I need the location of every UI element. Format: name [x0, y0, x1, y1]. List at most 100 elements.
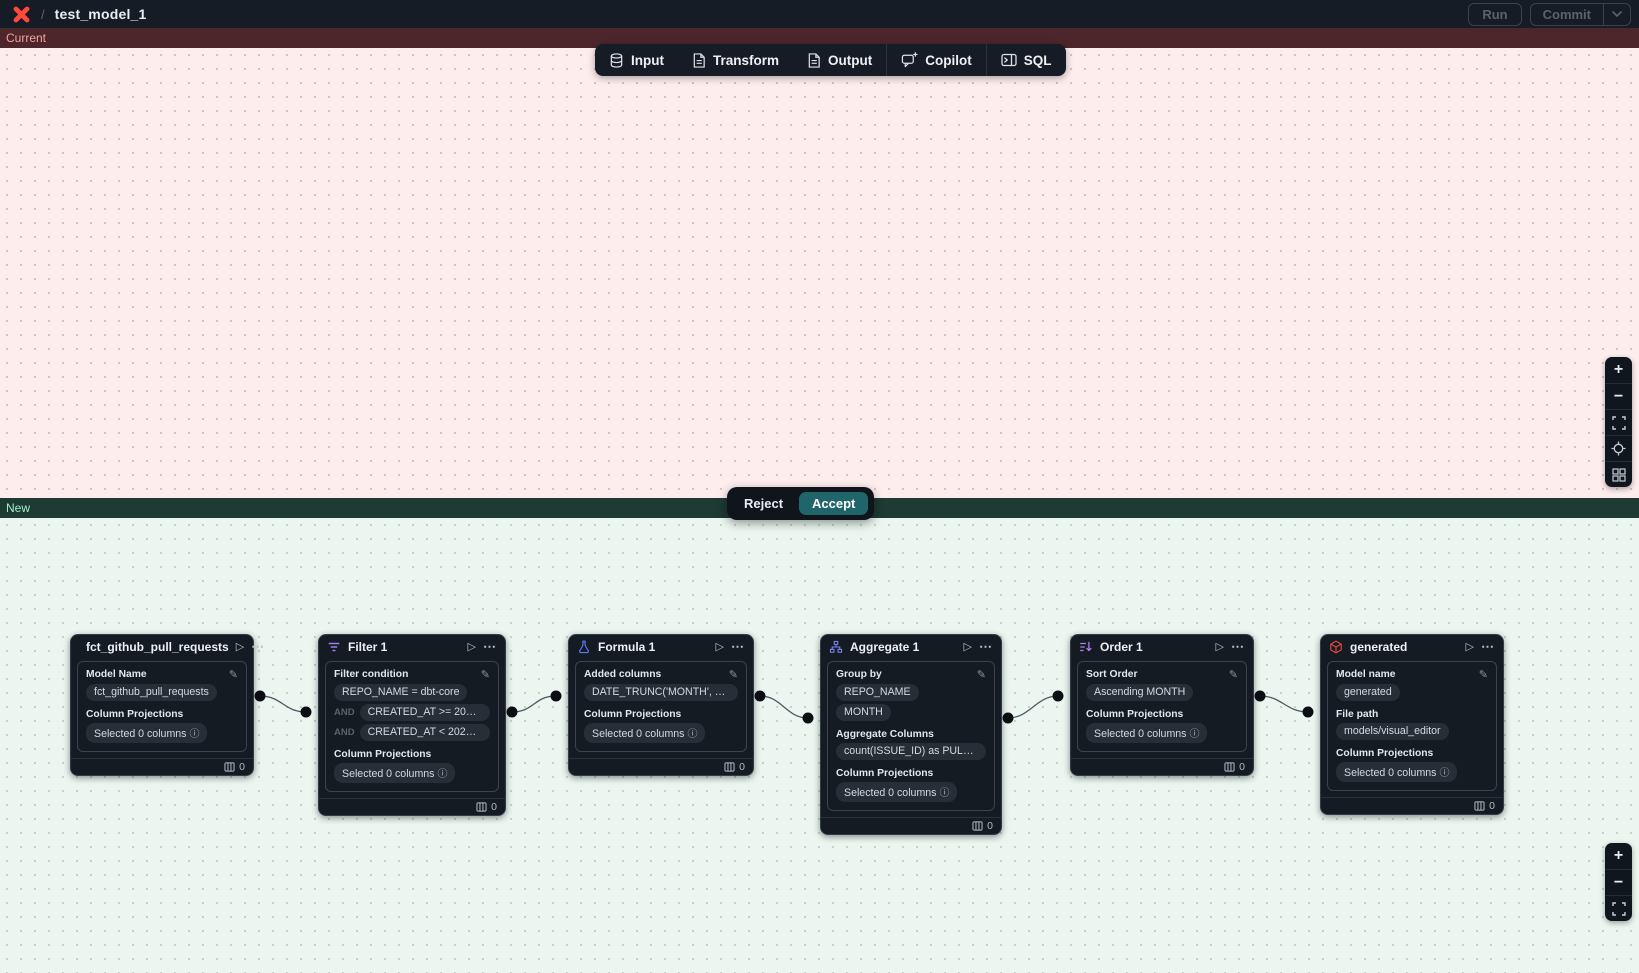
node-filter-1[interactable]: Filter 1 ▷ ⋯ Filter condition ✎ REPO_NAM…: [318, 634, 506, 816]
commit-dropdown-button[interactable]: [1603, 4, 1630, 25]
node-menu-icon[interactable]: ⋯: [251, 639, 265, 655]
node-menu-icon[interactable]: ⋯: [731, 639, 745, 655]
field-value-pill[interactable]: CREATED_AT < 2025-03-01: [360, 724, 490, 741]
field-value-pill[interactable]: CREATED_AT >= 2024-12-01: [360, 704, 490, 721]
column-projections-pill[interactable]: Selected 0 columnsⓘ: [836, 782, 957, 802]
node-header[interactable]: generated ▷ ⋯: [1321, 635, 1503, 658]
edge: [1260, 696, 1308, 712]
input-port[interactable]: [1053, 691, 1064, 702]
output-port[interactable]: [755, 691, 766, 702]
commit-button[interactable]: Commit: [1531, 4, 1603, 25]
output-port[interactable]: [1003, 713, 1014, 724]
model-cube-icon: [1329, 640, 1343, 654]
node-fct-github-pull-requests[interactable]: fct_github_pull_requests ▷ ⋯ Model Name …: [70, 634, 254, 776]
node-formula-1[interactable]: Formula 1 ▷ ⋯ Added columns ✎ DATE_TRUNC…: [568, 634, 754, 776]
field-value-pill[interactable]: count(ISSUE_ID) as PULL_REQUEST_…: [836, 743, 986, 760]
dbt-logo-icon[interactable]: [12, 5, 31, 24]
toolbar-sql-label: SQL: [1024, 53, 1052, 68]
node-generated[interactable]: generated ▷ ⋯ Model name ✎ generated Fil…: [1320, 634, 1504, 815]
run-node-icon[interactable]: ▷: [468, 640, 476, 653]
node-menu-icon[interactable]: ⋯: [483, 639, 497, 655]
column-projections-pill[interactable]: Selected 0 columnsⓘ: [584, 723, 705, 743]
output-port[interactable]: [507, 707, 518, 718]
info-icon[interactable]: ⓘ: [1439, 768, 1449, 779]
run-node-icon[interactable]: ▷: [1216, 640, 1224, 653]
node-field: Aggregate Columns count(ISSUE_ID) as PUL…: [836, 729, 986, 760]
edit-pencil-icon[interactable]: ✎: [481, 668, 490, 681]
field-value-pill[interactable]: fct_github_pull_requests: [86, 684, 217, 701]
breadcrumb-separator: /: [41, 7, 45, 22]
reject-button[interactable]: Reject: [733, 492, 794, 515]
column-count: 0: [239, 761, 245, 773]
node-menu-icon[interactable]: ⋯: [1231, 639, 1245, 655]
node-body: Added columns ✎ DATE_TRUNC('MONTH', CREA…: [575, 661, 747, 752]
run-node-icon[interactable]: ▷: [964, 640, 972, 653]
new-canvas[interactable]: fct_github_pull_requests ▷ ⋯ Model Name …: [0, 518, 1639, 973]
toolbar-input-button[interactable]: Input: [595, 44, 678, 76]
input-port[interactable]: [803, 713, 814, 724]
node-header[interactable]: Formula 1 ▷ ⋯: [569, 635, 753, 658]
input-port[interactable]: [1303, 707, 1314, 718]
node-aggregate-1[interactable]: Aggregate 1 ▷ ⋯ Group by ✎ REPO_NAME MON…: [820, 634, 1002, 835]
toolbar-output-button[interactable]: Output: [793, 44, 886, 76]
info-icon[interactable]: ⓘ: [437, 769, 447, 780]
node-menu-icon[interactable]: ⋯: [979, 639, 993, 655]
file-icon: [692, 53, 706, 68]
output-port[interactable]: [255, 691, 266, 702]
zoom-out-button[interactable]: −: [1605, 383, 1632, 409]
auto-layout-button[interactable]: [1605, 461, 1632, 487]
edit-pencil-icon[interactable]: ✎: [977, 668, 986, 681]
node-header[interactable]: Aggregate 1 ▷ ⋯: [821, 635, 1001, 658]
input-port[interactable]: [301, 707, 312, 718]
info-icon[interactable]: ⓘ: [1189, 729, 1199, 740]
edit-pencil-icon[interactable]: ✎: [729, 668, 738, 681]
node-menu-icon[interactable]: ⋯: [1481, 639, 1495, 655]
info-icon[interactable]: ⓘ: [189, 729, 199, 740]
zoom-out-button[interactable]: −: [1605, 869, 1632, 895]
run-node-icon[interactable]: ▷: [1466, 640, 1474, 653]
input-port[interactable]: [551, 691, 562, 702]
run-node-icon[interactable]: ▷: [236, 640, 244, 653]
fit-view-button[interactable]: [1605, 409, 1632, 435]
node-footer: 0: [1321, 797, 1503, 814]
node-title: Order 1: [1100, 640, 1209, 654]
current-canvas[interactable]: + −: [0, 48, 1639, 498]
info-icon[interactable]: ⓘ: [939, 788, 949, 799]
field-label: Column Projections: [86, 709, 183, 720]
info-icon[interactable]: ⓘ: [687, 729, 697, 740]
node-order-1[interactable]: Order 1 ▷ ⋯ Sort Order ✎ Ascending MONTH…: [1070, 634, 1254, 776]
field-value-pill[interactable]: models/visual_editor: [1336, 723, 1449, 740]
field-value-pill[interactable]: REPO_NAME = dbt-core: [334, 684, 467, 701]
output-port[interactable]: [1255, 691, 1266, 702]
edge: [260, 696, 306, 712]
column-projections-pill[interactable]: Selected 0 columnsⓘ: [1336, 762, 1457, 782]
toolbar-sql-button[interactable]: SQL: [987, 44, 1066, 76]
fit-view-button[interactable]: [1605, 895, 1632, 921]
field-value-pill[interactable]: Ascending MONTH: [1086, 684, 1193, 701]
field-value-pill[interactable]: generated: [1336, 684, 1400, 701]
node-title: Filter 1: [348, 640, 461, 654]
run-button[interactable]: Run: [1468, 3, 1521, 26]
node-header[interactable]: fct_github_pull_requests ▷ ⋯: [71, 635, 253, 658]
columns-count-icon: [724, 762, 735, 772]
edit-pencil-icon[interactable]: ✎: [1479, 668, 1488, 681]
field-value-pill[interactable]: REPO_NAME: [836, 684, 919, 701]
node-header[interactable]: Order 1 ▷ ⋯: [1071, 635, 1253, 658]
edit-pencil-icon[interactable]: ✎: [229, 668, 238, 681]
column-projections-pill[interactable]: Selected 0 columnsⓘ: [1086, 723, 1207, 743]
zoom-in-button[interactable]: +: [1605, 843, 1632, 869]
edge: [760, 696, 808, 718]
run-node-icon[interactable]: ▷: [716, 640, 724, 653]
toolbar-copilot-button[interactable]: Copilot: [887, 44, 986, 76]
focus-button[interactable]: [1605, 435, 1632, 461]
field-value-pill[interactable]: DATE_TRUNC('MONTH', CREATED_AT…: [584, 684, 738, 701]
zoom-in-button[interactable]: +: [1605, 357, 1632, 383]
accept-button[interactable]: Accept: [799, 492, 868, 515]
node-header[interactable]: Filter 1 ▷ ⋯: [319, 635, 505, 658]
toolbar-transform-button[interactable]: Transform: [678, 44, 793, 76]
column-projections-pill[interactable]: Selected 0 columnsⓘ: [86, 723, 207, 743]
field-value-pill[interactable]: MONTH: [836, 704, 891, 721]
column-projections-pill[interactable]: Selected 0 columnsⓘ: [334, 763, 455, 783]
edit-pencil-icon[interactable]: ✎: [1229, 668, 1238, 681]
toolbar-output-label: Output: [828, 53, 872, 68]
